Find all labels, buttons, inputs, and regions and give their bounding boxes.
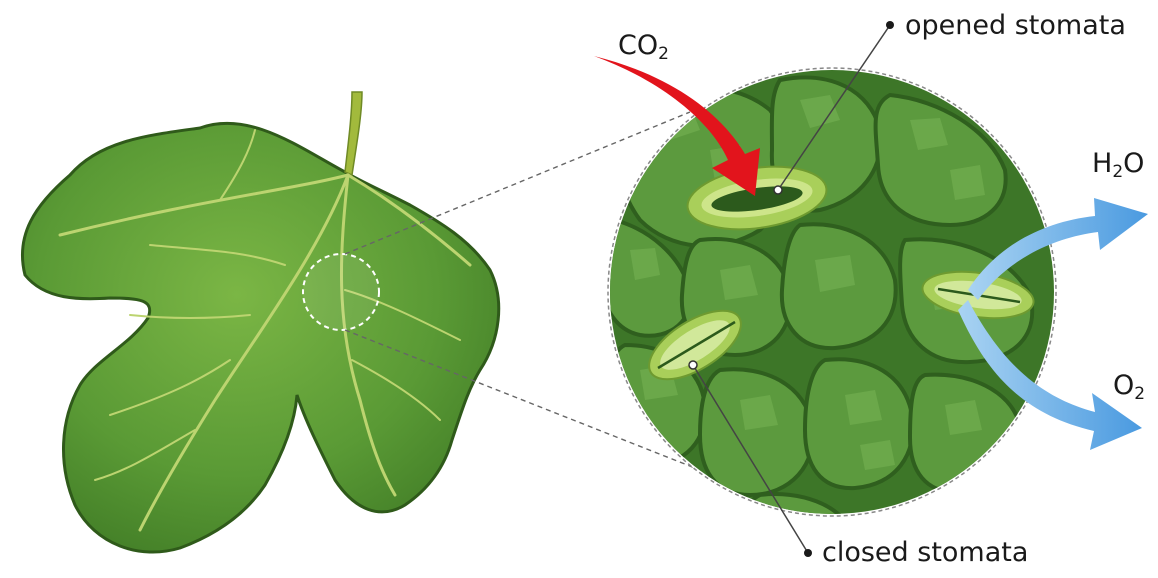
h2o-sub: 2 bbox=[1112, 162, 1123, 182]
h2o-main: H bbox=[1092, 148, 1112, 179]
opened-stomata-text: opened stomata bbox=[905, 10, 1126, 41]
o2-label: O2 bbox=[1113, 372, 1145, 399]
o2-sub: 2 bbox=[1134, 384, 1145, 404]
closed-stomata-text: closed stomata bbox=[822, 537, 1028, 568]
co2-label: CO2 bbox=[618, 32, 669, 59]
h2o-tail: O bbox=[1123, 148, 1144, 179]
leaf-petiole bbox=[345, 92, 362, 175]
opened-stomata-label: opened stomata bbox=[905, 12, 1126, 39]
fig-leaf bbox=[22, 92, 498, 552]
h2o-label: H2O bbox=[1092, 150, 1144, 177]
zoom-region-circle bbox=[303, 254, 379, 330]
leaf-blade bbox=[22, 123, 498, 552]
o2-main: O bbox=[1113, 370, 1134, 401]
co2-sub: 2 bbox=[658, 44, 669, 64]
co2-main: CO bbox=[618, 30, 658, 61]
closed-stomata-label: closed stomata bbox=[822, 539, 1028, 566]
